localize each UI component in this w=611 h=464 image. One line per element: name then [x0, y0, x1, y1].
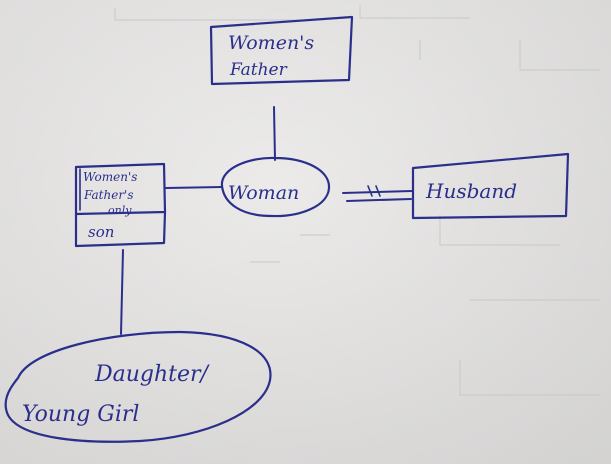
daughter-line2: Young Girl: [22, 402, 139, 427]
womens-fathers-only-son-node: Women's Father's only son: [74, 162, 167, 248]
son-line1: Women's: [83, 170, 137, 184]
womens-father-node: Women's Father: [209, 15, 354, 86]
woman-node: Woman: [220, 156, 331, 218]
son-line2: Father's: [83, 188, 134, 202]
father-woman-connector: [273, 106, 276, 161]
marriage-connector: [342, 185, 413, 202]
son-line3: only: [108, 204, 132, 217]
husband-node: Husband: [411, 152, 570, 220]
woman-label: Woman: [228, 182, 299, 204]
son-line4: son: [88, 223, 114, 241]
woman-son-connector: [165, 186, 223, 189]
daughter-line1: Daughter/: [94, 362, 211, 387]
daughter-node: Daughter/ Young Girl: [4, 330, 272, 443]
husband-label: Husband: [425, 179, 517, 203]
womens-father-line1: Women's: [228, 32, 314, 54]
son-daughter-connector: [120, 249, 124, 335]
womens-father-line2: Father: [229, 60, 288, 80]
